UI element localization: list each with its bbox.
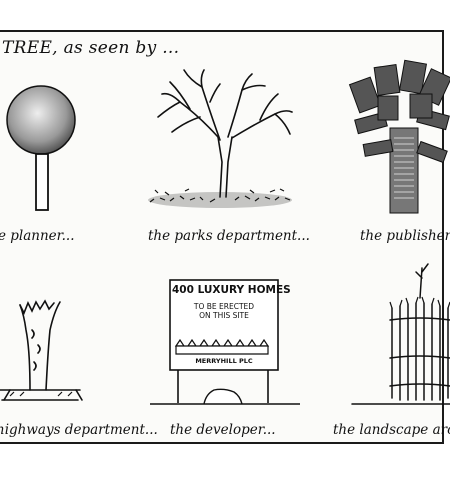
landscape-tree-illustration (351, 263, 450, 405)
caption-highways-department: highways department... (0, 422, 158, 438)
sign-headline: 400 LUXURY HOMES (172, 284, 291, 296)
parks-tree-illustration (148, 69, 293, 208)
developer-illustration: 400 LUXURY HOMES TO BE ERECTED ON THIS S… (150, 278, 300, 408)
sign-subtitle-1: TO BE ERECTED (193, 302, 255, 311)
highways-tree-illustration (0, 299, 83, 401)
caption-landscape-architect: the landscape arch (333, 422, 450, 438)
caption-publisher: the publisher (360, 228, 450, 244)
planner-tree-illustration (6, 85, 76, 211)
caption-parks-department: the parks department... (148, 228, 310, 244)
cartoon-title: TREE, as seen by ... (2, 38, 180, 58)
sign-footer: MERRYHILL PLC (195, 357, 253, 365)
caption-developer: the developer... (170, 422, 276, 438)
caption-planner: e planner... (0, 228, 75, 244)
publisher-tree-illustration (348, 59, 450, 214)
sign-subtitle-2: ON THIS SITE (199, 311, 249, 320)
